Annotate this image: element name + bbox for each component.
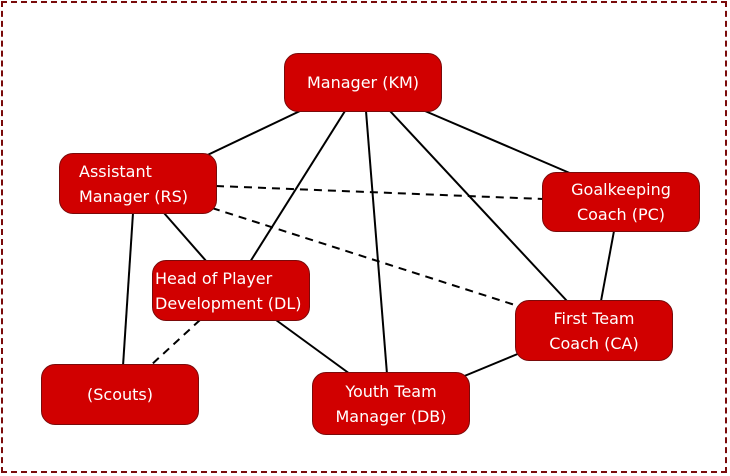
edge-dl-db [275, 319, 351, 375]
edge-rs-dl [163, 212, 208, 263]
edge-km-dl [249, 110, 346, 263]
node-label: Development (DL) [155, 293, 302, 313]
edge-km-rs [196, 110, 301, 161]
edge-dl-scouts [149, 319, 201, 367]
node-label: Goalkeeping [571, 180, 671, 199]
node-label: Coach (CA) [549, 333, 639, 353]
node-scouts[interactable]: (Scouts) [41, 364, 199, 425]
edge-ca-db [461, 352, 521, 378]
edge-rs-scouts [122, 212, 134, 367]
edge-km-ca [389, 110, 568, 302]
node-label: Youth Team [345, 381, 437, 401]
edge-rs-ca [211, 207, 519, 307]
node-label: Head of Player [155, 268, 273, 288]
node-label: Manager (KM) [307, 73, 419, 92]
edge-rs-pc [215, 185, 544, 200]
node-label: Manager (RS) [79, 186, 188, 206]
node-label: Coach (PC) [576, 205, 666, 224]
node-label: (Scouts) [87, 385, 153, 404]
node-label: Assistant [79, 161, 152, 181]
edge-pc-ca [600, 230, 615, 302]
node-label: First Team [553, 308, 635, 328]
node-manager-km[interactable]: Manager (KM) [284, 53, 442, 112]
node-label: Manager (DB) [335, 406, 447, 426]
edge-km-db [365, 110, 388, 375]
edge-km-pc [424, 110, 573, 175]
